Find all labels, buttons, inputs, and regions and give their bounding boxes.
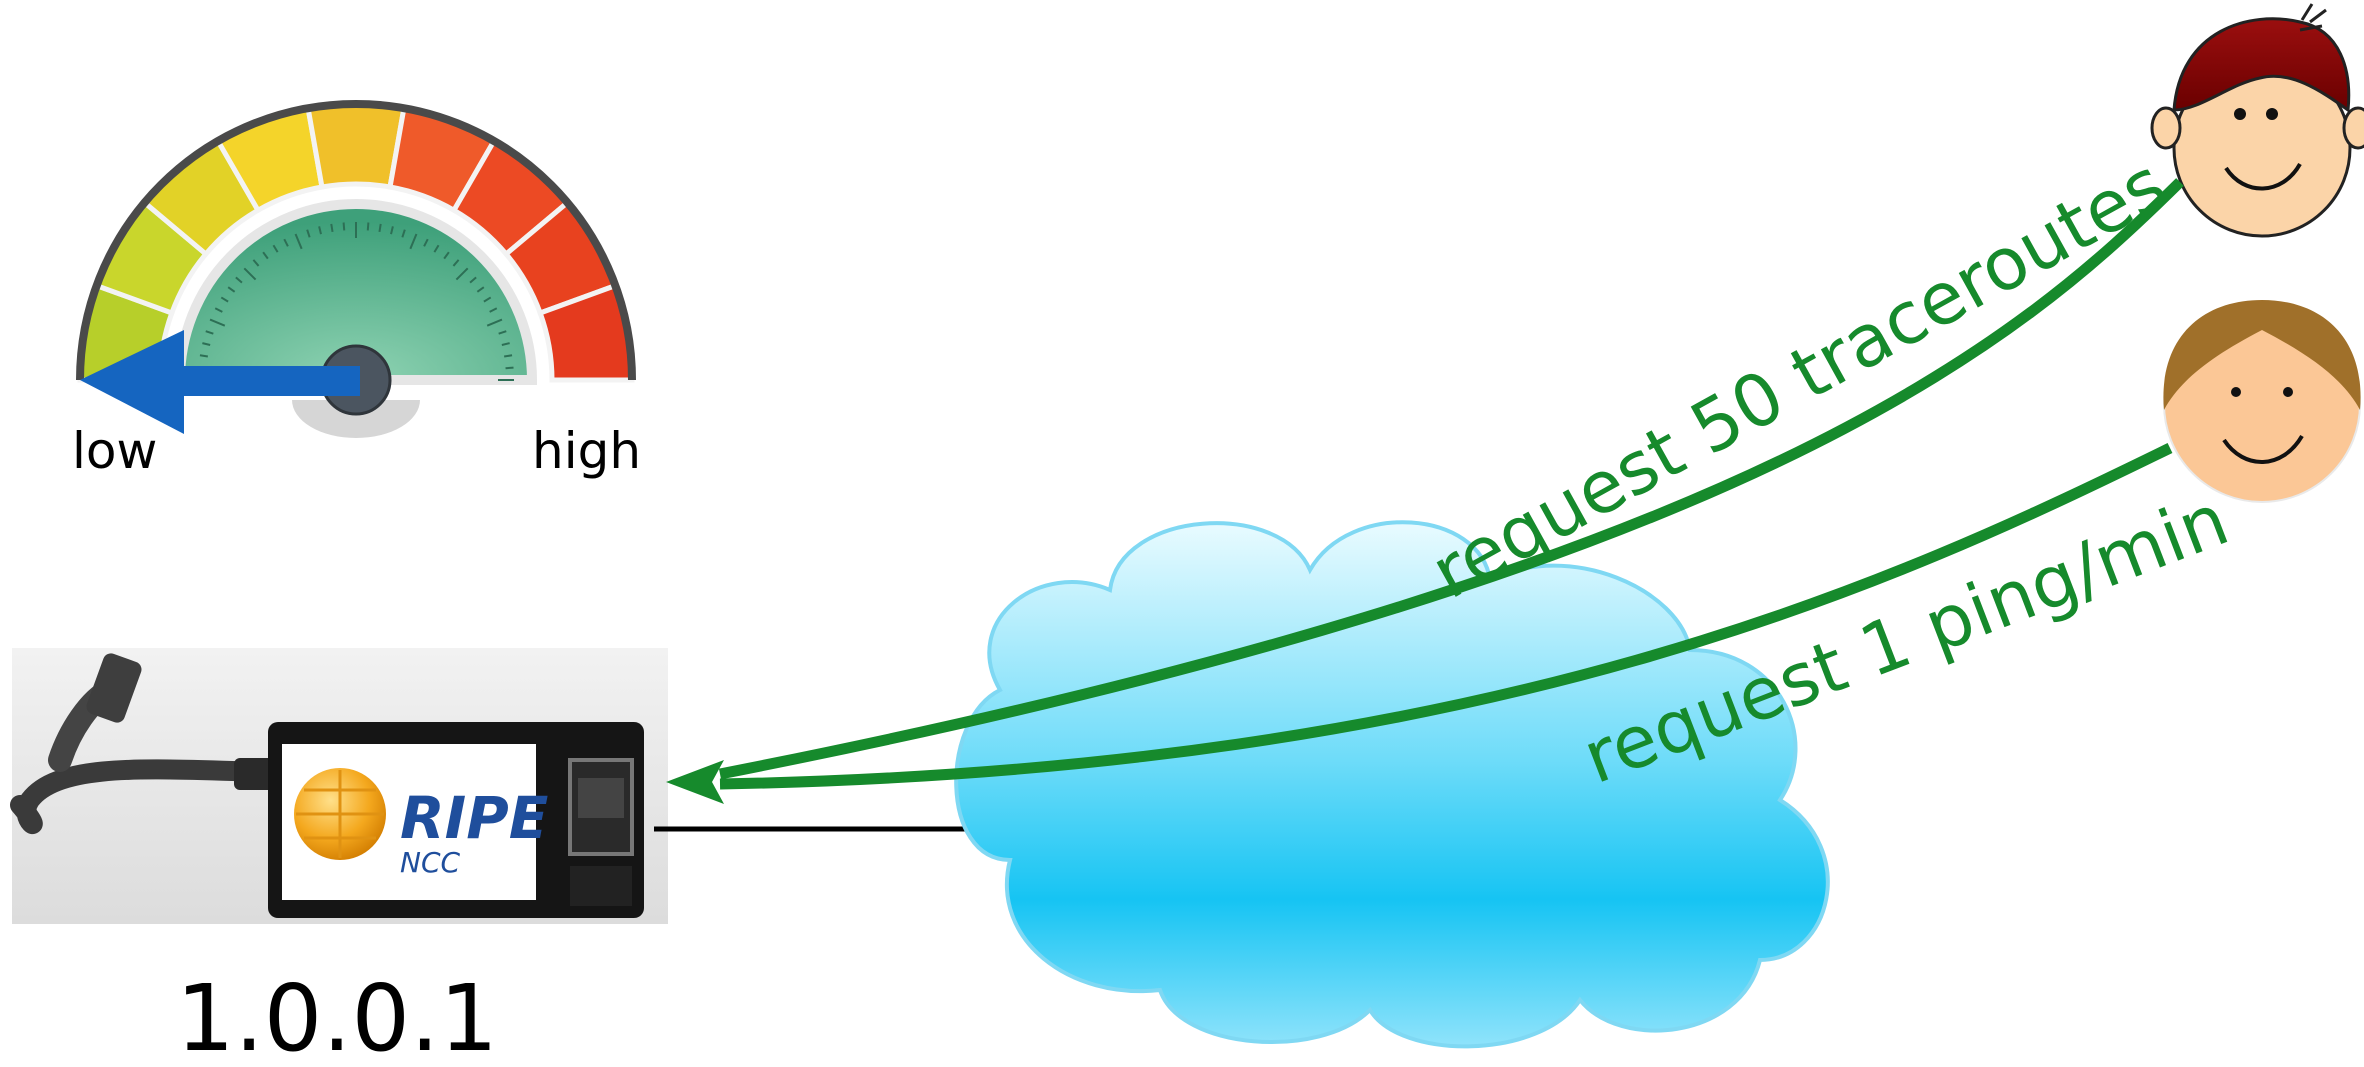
- gauge-tick: [486, 318, 503, 327]
- gauge-tick: [505, 366, 514, 370]
- gauge-tick: [378, 223, 382, 233]
- ripe-logo-text: RIPE: [400, 784, 548, 852]
- gauge-tick: [252, 259, 260, 267]
- user-face-brown-hair: [2163, 300, 2361, 503]
- gauge-tick: [294, 233, 303, 250]
- ripe-atlas-probe: RIPE NCC 1.0.0.1: [10, 648, 668, 1067]
- gauge-tick: [202, 342, 211, 346]
- gauge: low high: [72, 100, 641, 480]
- gauge-tick: [199, 354, 209, 358]
- gauge-tick: [243, 267, 257, 281]
- internet-cloud: [954, 520, 1830, 1049]
- gauge-hub-shadow: [292, 400, 420, 438]
- gauge-tick: [262, 251, 269, 260]
- gauge-tick: [318, 226, 322, 235]
- gauge-tick: [227, 286, 236, 293]
- request-arrow-ping: [719, 443, 2173, 790]
- gauge-color-band: [76, 100, 636, 383]
- gauge-tick: [443, 251, 450, 260]
- gauge-tick: [489, 307, 498, 313]
- gauge-tick: [366, 222, 370, 231]
- gauge-tick: [455, 267, 469, 281]
- gauge-segment: [305, 101, 407, 190]
- ncc-logo-text: NCC: [400, 846, 460, 879]
- user-face-red-hair: [2150, 3, 2364, 238]
- request-arrow-traceroutes: [718, 178, 2184, 780]
- gauge-tick: [330, 223, 334, 233]
- gauge-tick: [401, 229, 406, 238]
- gauge-tick: [409, 233, 418, 250]
- gauge-tick: [483, 296, 492, 303]
- gauge-tick: [306, 229, 311, 238]
- gauge-tick: [390, 226, 394, 235]
- gauge-inner-dial: [174, 199, 538, 385]
- gauge-tick: [272, 244, 279, 253]
- gauge-high-label: high: [532, 422, 641, 480]
- gauge-tick: [209, 318, 226, 327]
- request-arrowhead: [666, 760, 724, 804]
- probe-ip-address: 1.0.0.1: [176, 965, 498, 1062]
- gauge-low-label: low: [72, 422, 157, 480]
- gauge-tick: [283, 238, 289, 247]
- gauge-outline: [76, 100, 636, 381]
- probe-cable: [10, 759, 282, 835]
- gauge-tick: [469, 276, 477, 284]
- gauge-tick: [205, 330, 214, 335]
- gauge-tick: [452, 259, 460, 267]
- gauge-tick: [433, 244, 440, 253]
- gauge-tick: [503, 354, 513, 358]
- gauge-tick: [342, 222, 346, 231]
- gauge-tick: [235, 276, 243, 284]
- gauge-needle-arrow: [80, 330, 360, 434]
- request-arrows: request 50 traceroutes request 1 ping/mi…: [666, 142, 2239, 804]
- gauge-tick: [501, 342, 510, 346]
- gauge-tick: [476, 286, 485, 293]
- gauge-tick: [423, 238, 429, 247]
- gauge-tick: [214, 307, 223, 313]
- gauge-tick: [220, 296, 229, 303]
- gauge-tick: [498, 330, 507, 335]
- gauge-tick-marks: [198, 222, 514, 381]
